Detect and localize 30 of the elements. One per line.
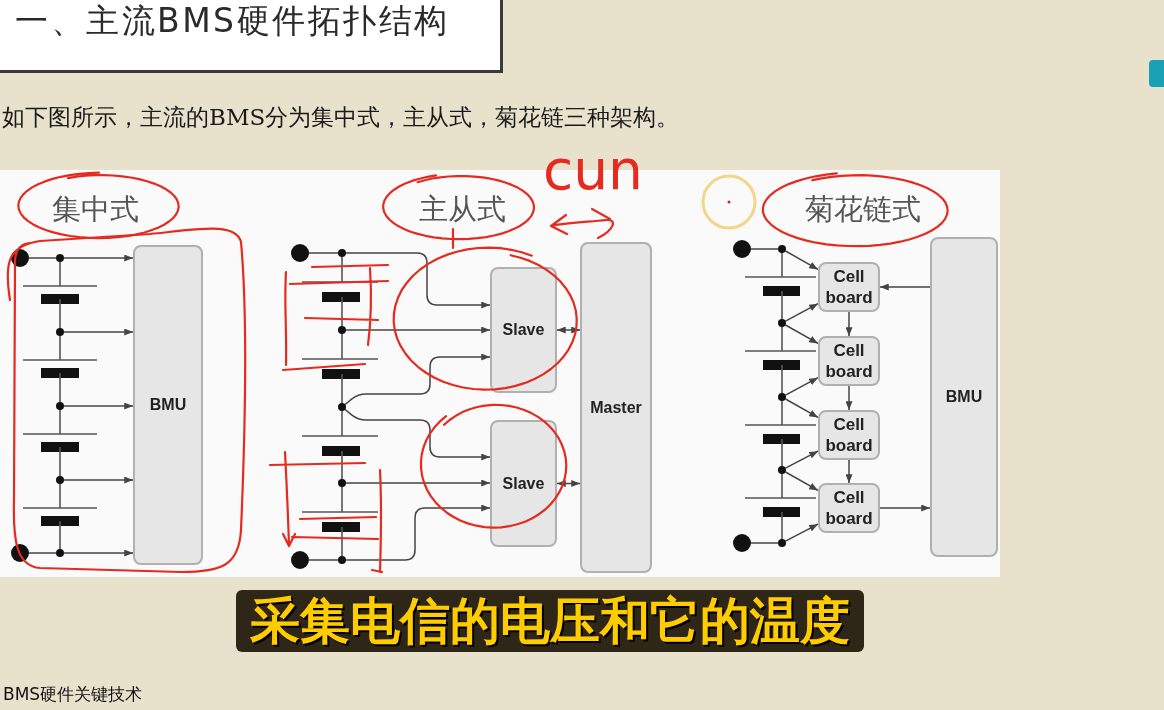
unit-box: Slave [490, 420, 557, 547]
arrow [845, 311, 853, 337]
board-box: Cell board [818, 483, 880, 533]
arrow [345, 326, 491, 334]
unit-box: BMU [930, 237, 998, 557]
board-box: Cell board [818, 262, 880, 312]
arrow [345, 479, 491, 487]
arrow [344, 353, 491, 406]
board-box: Cell board [818, 336, 880, 386]
arrow [845, 459, 853, 484]
subtitle: 采集电信的电压和它的温度 [236, 590, 864, 652]
unit-box: Master [580, 242, 652, 573]
handwritten-note: cun [543, 143, 643, 198]
arrow [345, 504, 491, 561]
arrow [344, 408, 491, 461]
arrow [879, 283, 931, 291]
arrow [845, 385, 853, 411]
double-arrow [556, 480, 581, 487]
double-arrow [556, 326, 581, 334]
section-heading: 菊花链式 [805, 195, 921, 224]
arrow [345, 252, 491, 309]
unit-box: Slave [490, 267, 557, 393]
board-box: Cell board [818, 410, 880, 460]
title-box: 一、主流BMS硬件拓扑结构 [0, 0, 503, 73]
footer-text: BMS硬件关键技术 [3, 683, 143, 705]
section-heading: 主从式 [418, 195, 506, 224]
section-heading: 集中式 [51, 195, 139, 224]
unit-box: BMU [133, 245, 203, 565]
intro-text: 如下图所示，主流的BMS分为集中式，主从式，菊花链三种架构。 [2, 103, 680, 131]
arrow [879, 504, 931, 512]
